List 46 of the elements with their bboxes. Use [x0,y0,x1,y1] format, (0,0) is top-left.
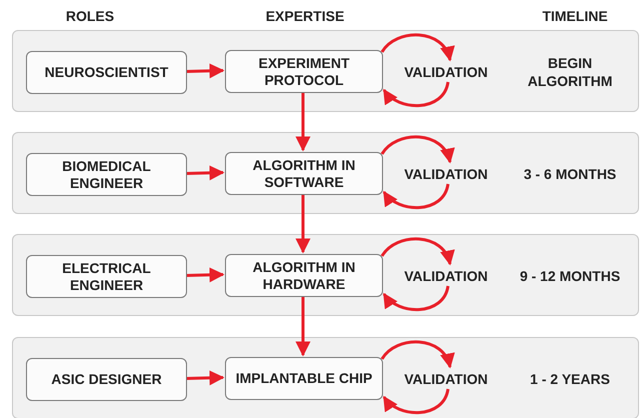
box-label: EXPERIMENT PROTOCOL [257,54,350,88]
timeline-label: 1 - 2 YEARS [529,370,611,388]
column-header: TIMELINE [542,7,608,26]
lane-band [12,337,639,418]
loop-arrow [382,82,450,107]
arrow [186,63,224,78]
loop-arrow [382,184,450,209]
column-header: ROLES [66,7,114,26]
loop-arrow [380,340,454,368]
lane-band [12,30,639,112]
box-label: NEUROSCIENTIST [44,64,170,81]
loop-arrow [380,34,454,62]
lane-band [12,234,639,316]
validation-label: VALIDATION [404,164,488,184]
arrow [186,267,224,282]
process-box [225,50,383,93]
role-box [26,255,187,298]
loop-arrow [380,238,454,266]
box-label: ELECTRICAL ENGINEER [61,260,152,294]
box-label: BIOMEDICAL ENGINEER [61,158,152,192]
arrow [186,370,224,386]
column-header: EXPERTISE [266,7,344,26]
box-label: ASIC DESIGNER [50,371,163,388]
role-box [26,358,187,401]
box-label: ALGORITHM IN HARDWARE [252,258,356,292]
lane-band [12,132,639,214]
role-box [26,153,187,196]
validation-label: VALIDATION [404,266,488,286]
arrow [296,296,310,356]
timeline-label: 3 - 6 MONTHS [522,165,618,183]
loop-arrow [382,286,450,311]
box-label: IMPLANTABLE CHIP [234,370,374,387]
timeline-label: BEGIN ALGORITHM [526,54,614,90]
validation-label: VALIDATION [404,62,488,82]
process-box [225,357,383,400]
arrow [296,194,310,254]
process-box [225,254,383,297]
validation-label: VALIDATION [404,370,488,388]
arrow [186,165,224,180]
process-box [225,152,383,195]
timeline-label: 9 - 12 MONTHS [518,267,622,285]
loop-arrow [380,136,454,164]
arrow [296,92,310,152]
loop-arrow [382,388,450,414]
role-box [26,51,187,94]
box-label: ALGORITHM IN SOFTWARE [252,156,356,190]
